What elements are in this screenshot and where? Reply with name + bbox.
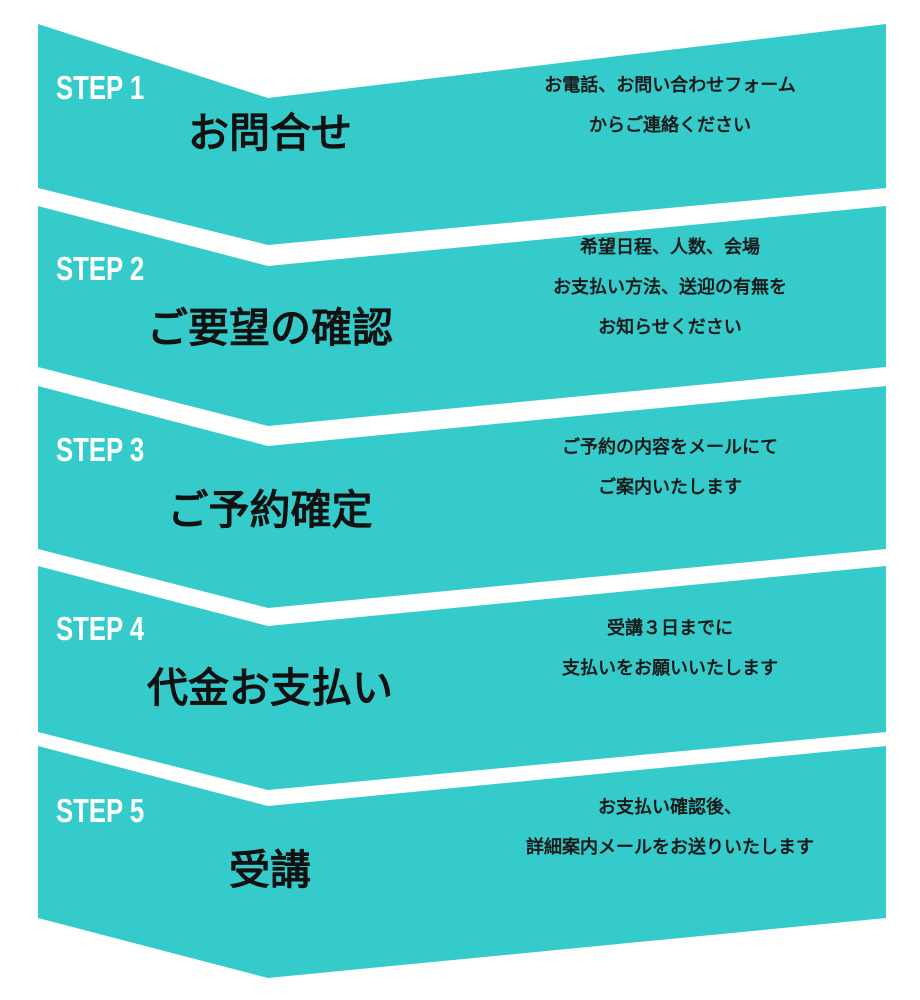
step-2-desc-line: お支払い方法、送迎の有無を bbox=[553, 277, 787, 298]
step-4-desc-line: 支払いをお願いいたします bbox=[562, 658, 778, 679]
step-4-desc-line: 受講３日までに bbox=[607, 618, 733, 639]
step-2-chevron bbox=[38, 206, 886, 426]
step-4-title: 代金お支払い bbox=[147, 664, 393, 712]
step-4-chevron bbox=[38, 566, 886, 790]
step-2-label: STEP 2 bbox=[56, 250, 145, 287]
step-5-desc-line: 詳細案内メールをお送りいたします bbox=[526, 837, 814, 858]
step-3-desc-line: ご予約の内容をメールにて bbox=[562, 437, 778, 458]
step-2-desc-line: お知らせください bbox=[598, 317, 742, 338]
step-2-description: 希望日程、人数、会場 お支払い方法、送迎の有無を お知らせください bbox=[470, 228, 870, 348]
step-5-title: 受講 bbox=[229, 846, 311, 894]
step-3-label: STEP 3 bbox=[56, 431, 145, 468]
step-1-desc-line: からご連絡ください bbox=[589, 115, 751, 136]
step-5-desc-line: お支払い確認後、 bbox=[598, 797, 742, 818]
step-3-description: ご予約の内容をメールにて ご案内いたします bbox=[470, 428, 870, 508]
step-1-label: STEP 1 bbox=[56, 69, 145, 106]
step-3-desc-line: ご案内いたします bbox=[598, 477, 742, 498]
step-1-description: お電話、お問い合わせフォーム からご連絡ください bbox=[470, 66, 870, 146]
step-4-description: 受講３日までに 支払いをお願いいたします bbox=[470, 609, 870, 689]
step-1-title: お問合せ bbox=[188, 109, 352, 157]
step-5-label: STEP 5 bbox=[56, 792, 145, 829]
step-4-label: STEP 4 bbox=[56, 610, 145, 647]
step-1-desc-line: お電話、お問い合わせフォーム bbox=[544, 75, 796, 96]
step-5-chevron bbox=[38, 746, 886, 978]
step-2-title: ご要望の確認 bbox=[147, 304, 393, 352]
step-3-title: ご予約確定 bbox=[167, 486, 373, 534]
step-3-chevron bbox=[38, 386, 886, 608]
step-1-chevron bbox=[38, 24, 886, 245]
step-2-desc-line: 希望日程、人数、会場 bbox=[580, 237, 760, 258]
step-5-description: お支払い確認後、 詳細案内メールをお送りいたします bbox=[470, 788, 870, 868]
